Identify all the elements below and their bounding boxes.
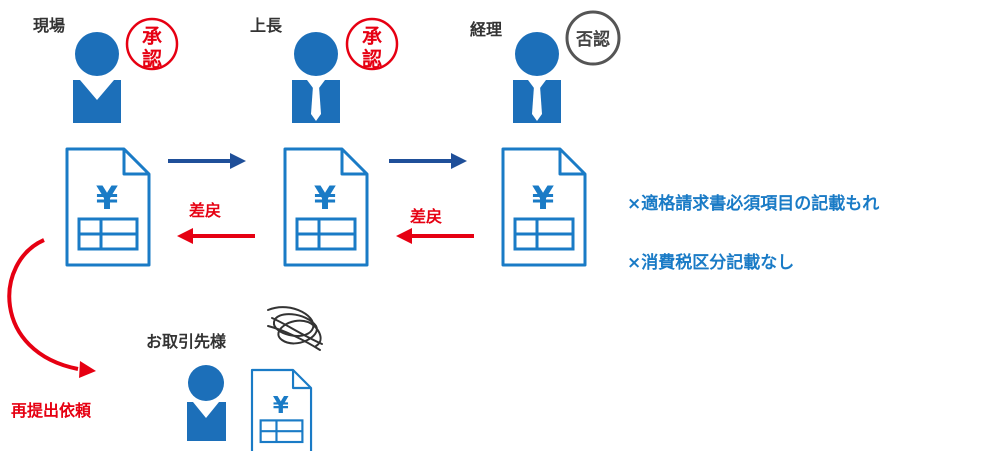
svg-text:承: 承 xyxy=(362,24,382,48)
svg-text:¥: ¥ xyxy=(532,179,554,217)
arrow-left-icon-2 xyxy=(396,228,474,244)
note-no-tax-category: ×消費税区分記載なし xyxy=(627,253,795,273)
arrow-right-icon-1 xyxy=(168,153,246,169)
approval-stamp-icon-1: 承 認 xyxy=(125,17,179,71)
return-label-2: 差戻 xyxy=(410,207,443,226)
role-label-accounting: 経理 xyxy=(470,20,503,39)
reject-stamp-icon: 否認 xyxy=(565,10,621,66)
svg-text:認: 認 xyxy=(142,47,162,71)
document-yen-icon-field: ¥ xyxy=(65,147,151,267)
arrow-left-icon-1 xyxy=(177,228,255,244)
svg-text:¥: ¥ xyxy=(273,393,289,419)
document-yen-icon-boss: ¥ xyxy=(283,147,369,267)
signature-scribble-icon xyxy=(267,306,323,351)
return-label-1: 差戻 xyxy=(189,201,222,220)
svg-text:承: 承 xyxy=(142,24,162,48)
document-yen-icon-accounting: ¥ xyxy=(501,147,587,267)
supplier-label: お取引先様 xyxy=(146,332,227,351)
role-label-field: 現場 xyxy=(33,16,66,35)
arrow-right-icon-2 xyxy=(389,153,467,169)
svg-text:¥: ¥ xyxy=(96,179,118,217)
person-icon-field xyxy=(73,32,121,123)
resubmit-label: 再提出依頼 xyxy=(11,401,92,420)
note-missing-items: ×適格請求書必須項目の記載もれ xyxy=(627,194,880,214)
document-yen-icon-supplier: ¥ xyxy=(250,368,313,451)
person-icon-supplier xyxy=(187,365,226,441)
svg-text:¥: ¥ xyxy=(314,179,336,217)
role-label-boss: 上長 xyxy=(250,16,283,35)
person-icon-boss xyxy=(292,32,340,123)
approval-stamp-icon-2: 承 認 xyxy=(345,17,399,71)
svg-text:否認: 否認 xyxy=(575,29,610,50)
curved-arrow-icon xyxy=(7,238,96,378)
svg-text:認: 認 xyxy=(362,47,382,71)
person-icon-accounting xyxy=(513,32,561,123)
